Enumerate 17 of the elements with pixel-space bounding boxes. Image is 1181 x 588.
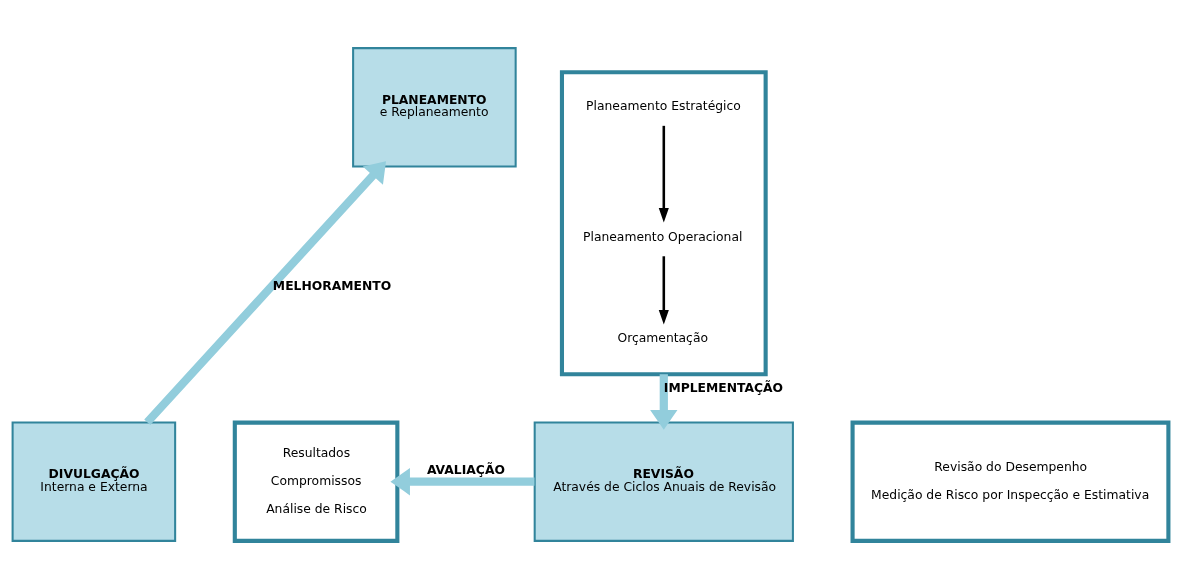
node-text: Orçamentação [617,330,709,345]
arrow [650,373,678,430]
node-box: Resultados Compromissos Análise de Risco [232,420,400,543]
cluster [559,69,768,376]
node-box: PLANEAMENTO e Replaneamento [352,46,517,167]
node-text: Planeamento Operacional [583,229,743,244]
node-box: REVISÃO Através de Ciclos Anuais de Revisão [533,421,794,542]
arrow [658,125,669,223]
node-box: Revisão do Desempenho Medição de Risco por Inspecção e Estimativa [850,420,1171,543]
arrow [144,160,387,425]
node-text: Planeamento Estratégico [586,98,741,113]
edge-label: AVALIAÇÃO [426,462,505,477]
edge-label: IMPLEMENTAÇÃO [663,380,784,395]
arrow [390,467,535,495]
node-box: DIVULGAÇÃO Interna e Externa [11,421,177,542]
arrow [658,255,669,324]
edge-label: MELHORAMENTO [272,278,392,293]
